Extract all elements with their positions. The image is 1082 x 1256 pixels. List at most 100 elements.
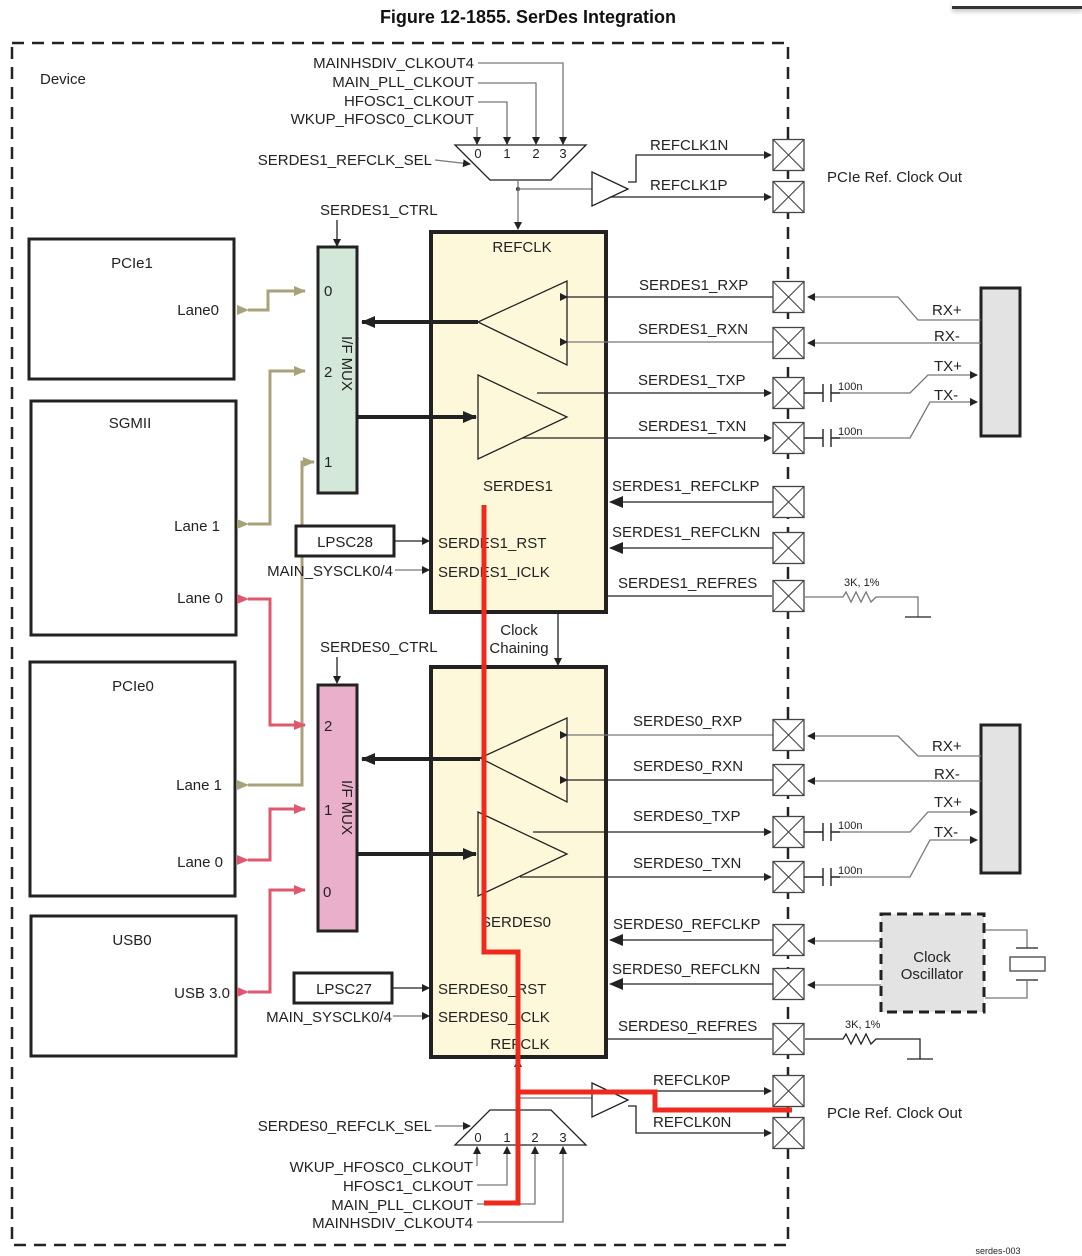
usb0-port: USB 3.0 xyxy=(174,985,230,1002)
serdes0-rxn-conn: RX- xyxy=(934,766,960,783)
clock-chaining-line2: Chaining xyxy=(489,640,548,657)
pad-serdes1-rxn-icon xyxy=(772,326,805,360)
top-mux-port-3: 3 xyxy=(559,146,566,161)
serdes1-connector: RX+ RX- TX+ TX- xyxy=(807,286,1022,439)
bottom-mux-input-3: MAINHSDIV_CLKOUT4 xyxy=(312,1215,473,1232)
pcie0-name: PCIe0 xyxy=(112,678,154,695)
pcie0-lane0: Lane 0 xyxy=(177,854,223,871)
serdes1-rx-amp-icon xyxy=(476,279,568,367)
serdes1-rxn-label: SERDES1_RXN xyxy=(638,321,748,338)
serdes0-mux-port-0: 0 xyxy=(323,884,331,901)
sgmii-lane0: Lane 0 xyxy=(177,590,223,607)
clock-osc-line1: Clock xyxy=(913,949,951,966)
pad-serdes0-refclkn-icon xyxy=(772,967,805,1001)
capacitor-serdes0-txn-icon: 100n xyxy=(804,865,862,886)
refclk0p-label: REFCLK0P xyxy=(653,1072,731,1089)
serdes1-if-mux xyxy=(316,245,359,495)
serdes0-if-mux xyxy=(316,683,359,933)
serdes0-mux-port-1: 1 xyxy=(324,802,332,819)
clock-chaining-line1: Clock xyxy=(500,622,538,639)
top-mux-port-0: 0 xyxy=(474,146,481,161)
serdes1-mux-port-0: 0 xyxy=(324,283,332,300)
clock-oscillator: Clock Oscillator xyxy=(807,912,1046,1014)
serdes0-txn-label: SERDES0_TXN xyxy=(633,855,741,872)
capacitor-serdes1-txp-label: 100n xyxy=(838,381,862,393)
pad-refclk1n-icon xyxy=(772,138,805,172)
figure-id: serdes-003 xyxy=(975,1246,1020,1256)
pcie-ref-clock-out-0: PCIe Ref. Clock Out xyxy=(827,1105,963,1122)
serdes1-txn-label: SERDES1_TXN xyxy=(638,418,746,435)
pad-serdes1-refres-icon xyxy=(772,579,805,613)
pad-serdes0-refclkp-icon xyxy=(772,923,805,957)
capacitor-serdes1-txp-icon: 100n xyxy=(804,381,862,402)
serdes0-rxp-conn: RX+ xyxy=(932,738,962,755)
clock-osc-line2: Oscillator xyxy=(901,966,964,983)
top-mux-sel-label: SERDES1_REFCLK_SEL xyxy=(258,152,432,169)
bottom-mux-port-0: 0 xyxy=(474,1130,481,1145)
pad-serdes0-rxn-icon xyxy=(772,763,805,797)
serdes1-rxn-conn: RX- xyxy=(934,328,960,345)
serdes0-txp-label: SERDES0_TXP xyxy=(633,808,741,825)
pad-serdes1-txp-icon xyxy=(772,376,805,410)
bottom-mux-port-1: 1 xyxy=(503,1130,510,1145)
pcie1-name: PCIe1 xyxy=(111,255,153,272)
refclk1-buffer-icon xyxy=(591,170,630,208)
serdes1-refres-label: SERDES1_REFRES xyxy=(618,575,757,592)
serdes0-rx-amp-icon xyxy=(478,716,568,804)
capacitor-serdes0-txp-icon: 100n xyxy=(804,820,862,841)
serdes0-sysclk-label: MAIN_SYSCLK0/4 xyxy=(266,1009,392,1026)
bottom-mux-input-1: HFOSC1_CLKOUT xyxy=(343,1178,473,1195)
ac-coupling-caps: 100n 100n 100n 100n xyxy=(804,381,862,886)
pcie-ref-clock-out-1: PCIe Ref. Clock Out xyxy=(827,169,963,186)
peripheral-usb0: USB0 USB 3.0 xyxy=(29,914,238,1058)
pad-serdes1-txn-icon xyxy=(772,421,805,455)
serdes1-refres-resistor: 3K, 1% xyxy=(805,577,931,618)
serdes0-connector: RX+ RX- TX+ TX- xyxy=(807,723,1022,878)
serdes0-refclkn-label: SERDES0_REFCLKN xyxy=(612,961,760,978)
serdes0-txp-conn: TX+ xyxy=(934,794,962,811)
lpsc27-label: LPSC27 xyxy=(316,981,372,998)
highlight-path-refclk0 xyxy=(518,1089,792,1113)
peripheral-sgmii: SGMII Lane 1 Lane 0 xyxy=(29,399,238,637)
pad-serdes1-rxp-icon xyxy=(772,280,805,314)
serdes1-rxp-label: SERDES1_RXP xyxy=(639,277,748,294)
serdes1-ctrl-label: SERDES1_CTRL xyxy=(320,202,438,219)
top-mux-input-3: MAINHSDIV_CLKOUT4 xyxy=(313,55,474,72)
pad-refclk0p-icon xyxy=(772,1074,805,1108)
lpsc28-box xyxy=(294,524,396,558)
peripheral-pcie1: PCIe1 Lane0 xyxy=(27,237,236,381)
serdes1-mux-port-1: 1 xyxy=(324,454,332,471)
serdes1-mux-port-2: 2 xyxy=(324,364,332,381)
serdes1-refclk-mux: MAINHSDIV_CLKOUT4 MAIN_PLL_CLKOUT HFOSC1… xyxy=(258,55,963,230)
peripheral-pcie0: PCIe0 Lane 1 Lane 0 xyxy=(28,660,237,898)
serdes1-block xyxy=(429,230,608,614)
sgmii-name: SGMII xyxy=(109,415,152,432)
bottom-mux-input-2: MAIN_PLL_CLKOUT xyxy=(331,1197,473,1214)
serdes1-refclkn-label: SERDES1_REFCLKN xyxy=(612,524,760,541)
pad-refclk1p-icon xyxy=(772,180,805,214)
pcie1-lane0: Lane0 xyxy=(177,302,219,319)
top-mux-input-2: MAIN_PLL_CLKOUT xyxy=(332,74,474,91)
crystal-icon xyxy=(1009,956,1046,972)
top-mux-port-2: 2 xyxy=(532,146,539,161)
serdes0-rxn-label: SERDES0_RXN xyxy=(633,758,743,775)
page-corner-edge xyxy=(952,0,1082,9)
bottom-mux-port-3: 3 xyxy=(559,1130,566,1145)
pad-column xyxy=(772,138,805,1150)
serdes1-refclk-label: REFCLK xyxy=(492,239,551,256)
serdes0-resistor-label: 3K, 1% xyxy=(845,1019,881,1031)
serdes0-iclk-label: SERDES0_ICLK xyxy=(438,1009,550,1026)
capacitor-serdes0-txn-label: 100n xyxy=(838,865,862,877)
bottom-mux-sel-label: SERDES0_REFCLK_SEL xyxy=(258,1118,432,1135)
serdes0-mux-label: I/F MUX xyxy=(338,780,355,835)
bottom-mux-input-0: WKUP_HFOSC0_CLKOUT xyxy=(290,1159,473,1176)
serdes0-rxp-label: SERDES0_RXP xyxy=(633,713,742,730)
usb0-name: USB0 xyxy=(112,932,151,949)
bottom-mux-port-2: 2 xyxy=(531,1130,538,1145)
serdes1-iclk-label: SERDES1_ICLK xyxy=(438,564,550,581)
top-mux-input-0: WKUP_HFOSC0_CLKOUT xyxy=(291,111,474,128)
top-mux-port-1: 1 xyxy=(503,146,510,161)
pcie0-lane1: Lane 1 xyxy=(176,777,222,794)
capacitor-serdes1-txn-label: 100n xyxy=(838,426,862,438)
